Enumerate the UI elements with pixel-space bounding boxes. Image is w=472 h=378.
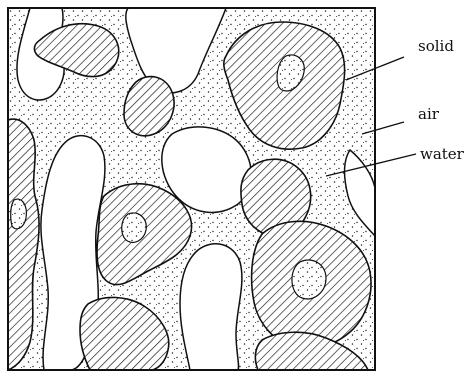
label-water: water (420, 145, 465, 163)
air-pore-bottom-middle (180, 244, 242, 370)
water-pocket (292, 260, 326, 299)
label-air: air (418, 105, 440, 123)
label-solid: solid (418, 37, 454, 55)
water-pocket (11, 199, 27, 229)
water-pocket (122, 213, 147, 242)
